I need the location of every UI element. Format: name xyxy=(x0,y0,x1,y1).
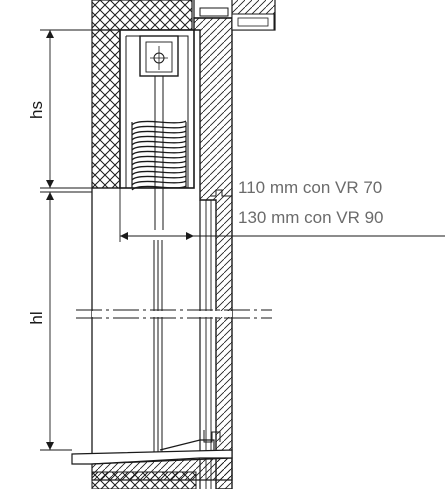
coil-slat xyxy=(131,155,187,161)
coil-slat xyxy=(131,175,187,181)
axle-lines xyxy=(154,76,164,230)
coil-slat xyxy=(131,160,187,166)
roller-bracket xyxy=(139,35,179,77)
top-insulation xyxy=(91,0,193,31)
note-vr90: 130 mm con VR 90 xyxy=(238,208,384,227)
coil-slat xyxy=(131,120,187,126)
break-line xyxy=(76,309,272,319)
note-vr70: 110 mm con VR 70 xyxy=(238,178,382,197)
coil-slat xyxy=(131,145,187,151)
shutter-curtain xyxy=(153,240,163,458)
coil-slat xyxy=(131,150,187,156)
dimension-hs: hs xyxy=(27,29,120,189)
dimension-hl: hl xyxy=(27,191,92,451)
coil-slat xyxy=(131,135,187,141)
left-box-insulation xyxy=(91,29,121,189)
hs-label: hs xyxy=(27,101,46,119)
right-frame xyxy=(193,17,233,489)
left-reveal xyxy=(91,187,120,462)
coil-slat xyxy=(131,125,187,131)
rolled-shutter-coil xyxy=(131,120,187,191)
coil-slat xyxy=(131,185,187,191)
coil-slat xyxy=(131,170,187,176)
depth-notes: 110 mm con VR 70 130 mm con VR 90 xyxy=(238,178,384,227)
coil-slat xyxy=(131,140,187,146)
lintel-detail xyxy=(193,0,276,31)
coil-slat xyxy=(131,180,187,186)
bottom-insulation xyxy=(91,471,197,489)
coil-slat xyxy=(131,165,187,171)
coil-edge xyxy=(131,122,187,188)
dimension-box-depth xyxy=(119,188,445,242)
coil-slat xyxy=(131,130,187,136)
hl-label: hl xyxy=(27,311,46,324)
